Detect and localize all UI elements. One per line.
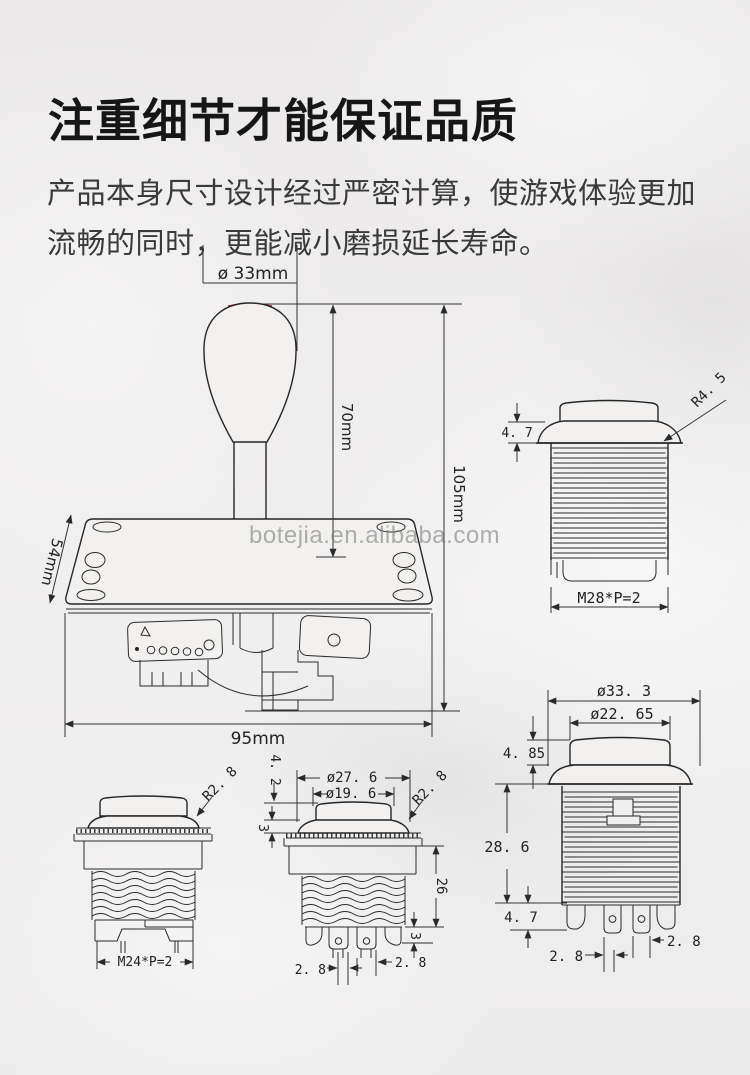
dim-label-ball-diameter: ø 33mm: [218, 264, 289, 284]
m24-base: [94, 919, 194, 953]
m24-plunger: [99, 795, 188, 817]
description-line-1: 产品本身尺寸设计经过严密计算，使游戏体验更加: [47, 178, 697, 210]
joystick-ball: [203, 302, 297, 443]
button-m24-diagram: R2. 8 M24*P=2: [73, 764, 241, 970]
m24-collar: [73, 834, 213, 870]
right-threads: [561, 786, 681, 905]
dim-label-mid-pin-right: 2. 8: [395, 956, 426, 971]
page-description: 产品本身尺寸设计经过严密计算，使游戏体验更加流畅的同时，更能减小磨损延长寿命。: [47, 169, 727, 269]
m28-threads: [550, 443, 669, 560]
dim-label-m28-flange: 4. 7: [501, 426, 532, 441]
dim-label-total-height: 105mm: [450, 465, 468, 523]
dim-label-right-cap: 4. 85: [503, 746, 545, 762]
dim-label-m28-thread: M28*P=2: [577, 589, 640, 607]
button-right-diagram: ø33. 3 ø22. 65 4. 85: [484, 682, 701, 972]
dim-label-plate-width: 95mm: [231, 729, 286, 749]
m28-plunger: [559, 399, 659, 423]
right-flange: [548, 764, 692, 785]
dim-label-mid-cap: 4. 2: [267, 754, 282, 785]
right-plunger: [569, 736, 671, 766]
dim-label-m28-radius: R4. 5: [689, 370, 730, 411]
right-base: [562, 904, 680, 934]
button-mid-diagram: 4. 2 3 ø27. 6 ø19. 6 R2. 8 26 3: [255, 754, 451, 985]
mid-threads: [301, 876, 406, 925]
dim-label-mid-radius: R2. 8: [410, 768, 451, 809]
mid-collar: [283, 838, 423, 875]
m28-base: [550, 560, 669, 582]
dim-label-m24-radius: R2. 8: [200, 764, 241, 805]
description-line-2: 流畅的同时，更能减小磨损延长寿命。: [47, 228, 549, 260]
dim-label-right-outer: ø33. 3: [597, 682, 651, 700]
m24-threads: [91, 871, 196, 920]
mid-flange: [297, 819, 410, 834]
mid-serration: [286, 832, 421, 839]
m24-serration: [76, 827, 211, 835]
dim-label-m24-thread: M24*P=2: [118, 955, 173, 970]
joystick-diagram: ø 33mm: [37, 245, 468, 749]
dim-label-mid-pin-left: 2. 8: [295, 963, 326, 978]
m24-flange: [87, 815, 200, 829]
dim-label-mid-plunger: ø19. 6: [326, 786, 377, 802]
dim-label-mid-foot: 3: [407, 932, 422, 940]
dim-label-mid-outer: ø27. 6: [327, 770, 378, 786]
dim-label-mid-flange: 3: [255, 824, 270, 832]
button-m28-diagram: 4. 7 R4. 5 M28*P=2: [501, 370, 730, 613]
dim-label-right-plunger: ø22. 65: [590, 705, 653, 723]
dim-label-plate-depth: 54mm: [37, 537, 66, 588]
page-title: 注重细节才能保证品质: [48, 94, 518, 147]
dim-label-mid-body: 26: [433, 878, 449, 895]
joystick-mechanism: [127, 613, 372, 711]
dim-label-right-body: 28. 6: [484, 838, 529, 856]
dim-label-right-pin-left: 2. 8: [549, 949, 583, 965]
dim-label-right-pin-right: 2. 8: [667, 934, 701, 950]
m28-flange: [537, 420, 682, 444]
mounting-plate: [65, 518, 433, 605]
dim-label-right-foot: 4. 7: [504, 910, 538, 926]
dim-label-shaft-height: 70mm: [338, 403, 356, 451]
mid-plunger: [315, 801, 392, 823]
